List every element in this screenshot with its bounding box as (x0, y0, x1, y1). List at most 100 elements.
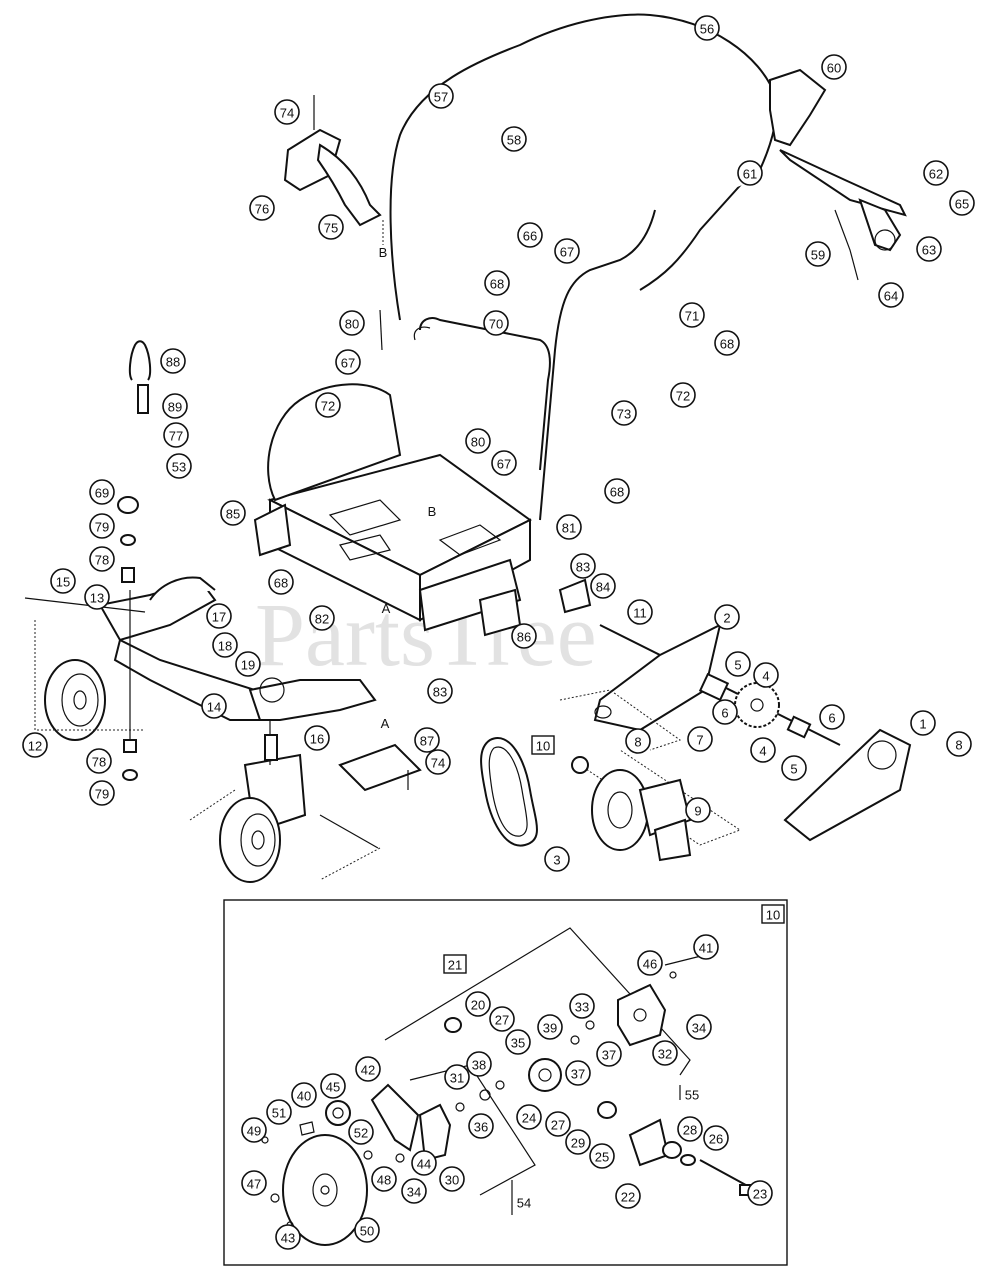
callout-circle (569, 993, 595, 1019)
part-callout-58: 58 (501, 126, 527, 152)
callout-number: 12 (28, 739, 42, 754)
callout-number: 89 (168, 400, 182, 415)
callout-circle (249, 195, 275, 221)
part-callout-84: 84 (590, 573, 616, 599)
callout-number: 67 (497, 457, 511, 472)
callout-circle (484, 270, 510, 296)
part-callout-5: 5 (725, 651, 751, 677)
callout-number: 36 (474, 1120, 488, 1135)
callout-number: 29 (571, 1136, 585, 1151)
callout-circle (703, 1125, 729, 1151)
callout-circle (425, 749, 451, 775)
callout-number: 26 (709, 1132, 723, 1147)
callout-number: 67 (341, 356, 355, 371)
callout-circle (86, 748, 112, 774)
callout-circle (371, 1166, 397, 1192)
part-callout-14: 14 (201, 693, 227, 719)
callout-number: 87 (420, 734, 434, 749)
part-callout-51: 51 (266, 1099, 292, 1125)
callout-circle (556, 514, 582, 540)
callout-number: 79 (95, 787, 109, 802)
callout-circle (354, 1217, 380, 1243)
caster-wheel (189, 720, 381, 883)
part-callout-87: 87 (414, 727, 440, 753)
part-callout-65: 65 (949, 190, 975, 216)
callout-number: 66 (523, 229, 537, 244)
part-callout-69: 69 (89, 479, 115, 505)
part-callout-88: 88 (160, 348, 186, 374)
callout-number: 68 (274, 576, 288, 591)
callout-number: 49 (247, 1124, 261, 1139)
callout-number: 28 (683, 1123, 697, 1138)
callout-number: 22 (621, 1190, 635, 1205)
detail-box (223, 899, 788, 1266)
callout-number: 62 (929, 167, 943, 182)
callout-circle (241, 1170, 267, 1196)
box-label-number: 21 (448, 958, 462, 973)
callout-number: 37 (571, 1067, 585, 1082)
reference-letter-A: A (382, 601, 391, 616)
part-callout-73: 73 (611, 400, 637, 426)
callout-circle (241, 1117, 267, 1143)
part-callout-67: 67 (554, 238, 580, 264)
part-callout-68: 68 (604, 478, 630, 504)
part-callout-24: 24 (516, 1104, 542, 1130)
part-callout-61: 61 (737, 160, 763, 186)
callout-circle (516, 1104, 542, 1130)
part-callout-35: 35 (505, 1029, 531, 1055)
callout-number: 37 (602, 1048, 616, 1063)
part-callout-18: 18 (212, 632, 238, 658)
part-callout-50: 50 (354, 1217, 380, 1243)
callout-circle (427, 678, 453, 704)
callout-circle (414, 727, 440, 753)
callout-number: 43 (281, 1231, 295, 1246)
callout-circle (511, 623, 537, 649)
callout-circle (84, 584, 110, 610)
callout-number: 77 (169, 429, 183, 444)
callout-number: 50 (360, 1224, 374, 1239)
callout-number: 80 (471, 435, 485, 450)
callout-number: 61 (743, 167, 757, 182)
callout-number: 7 (696, 733, 703, 748)
callout-circle (545, 1111, 571, 1137)
callout-number: 52 (354, 1126, 368, 1141)
callout-number: 4 (762, 669, 769, 684)
callout-circle (465, 991, 491, 1017)
part-callout-40: 40 (291, 1082, 317, 1108)
wheel-left (34, 620, 145, 741)
callout-circle (677, 1116, 703, 1142)
assembly-box-label-10: 10 (531, 735, 555, 755)
part-callout-23: 23 (747, 1180, 773, 1206)
callout-number: 42 (361, 1063, 375, 1078)
callout-circle (220, 500, 246, 526)
callout-circle (923, 160, 949, 186)
callout-number: 47 (247, 1177, 261, 1192)
callout-number: 53 (172, 460, 186, 475)
part-callout-89: 89 (162, 393, 188, 419)
callout-circle (483, 310, 509, 336)
callout-number: 46 (643, 957, 657, 972)
callout-number: 34 (407, 1185, 421, 1200)
callout-circle (604, 478, 630, 504)
part-callout-4: 4 (753, 662, 779, 688)
handle-frame (389, 13, 778, 521)
callout-circle (687, 726, 713, 752)
callout-circle (89, 479, 115, 505)
callout-number: 33 (575, 1000, 589, 1015)
callout-circle (428, 83, 454, 109)
part-callout-39: 39 (537, 1014, 563, 1040)
callout-circle (686, 1014, 712, 1040)
callout-circle (537, 1014, 563, 1040)
part-callout-66: 66 (517, 222, 543, 248)
callout-circle (89, 780, 115, 806)
callout-number: 31 (450, 1071, 464, 1086)
callout-circle (693, 934, 719, 960)
part-callout-34: 34 (686, 1014, 712, 1040)
callout-number: 24 (522, 1111, 536, 1126)
side-bracket (478, 578, 592, 637)
part-callout-79: 79 (89, 513, 115, 539)
callout-number: 80 (345, 317, 359, 332)
callout-number: 83 (576, 560, 590, 575)
callout-circle (910, 710, 936, 736)
part-callout-72: 72 (315, 392, 341, 418)
